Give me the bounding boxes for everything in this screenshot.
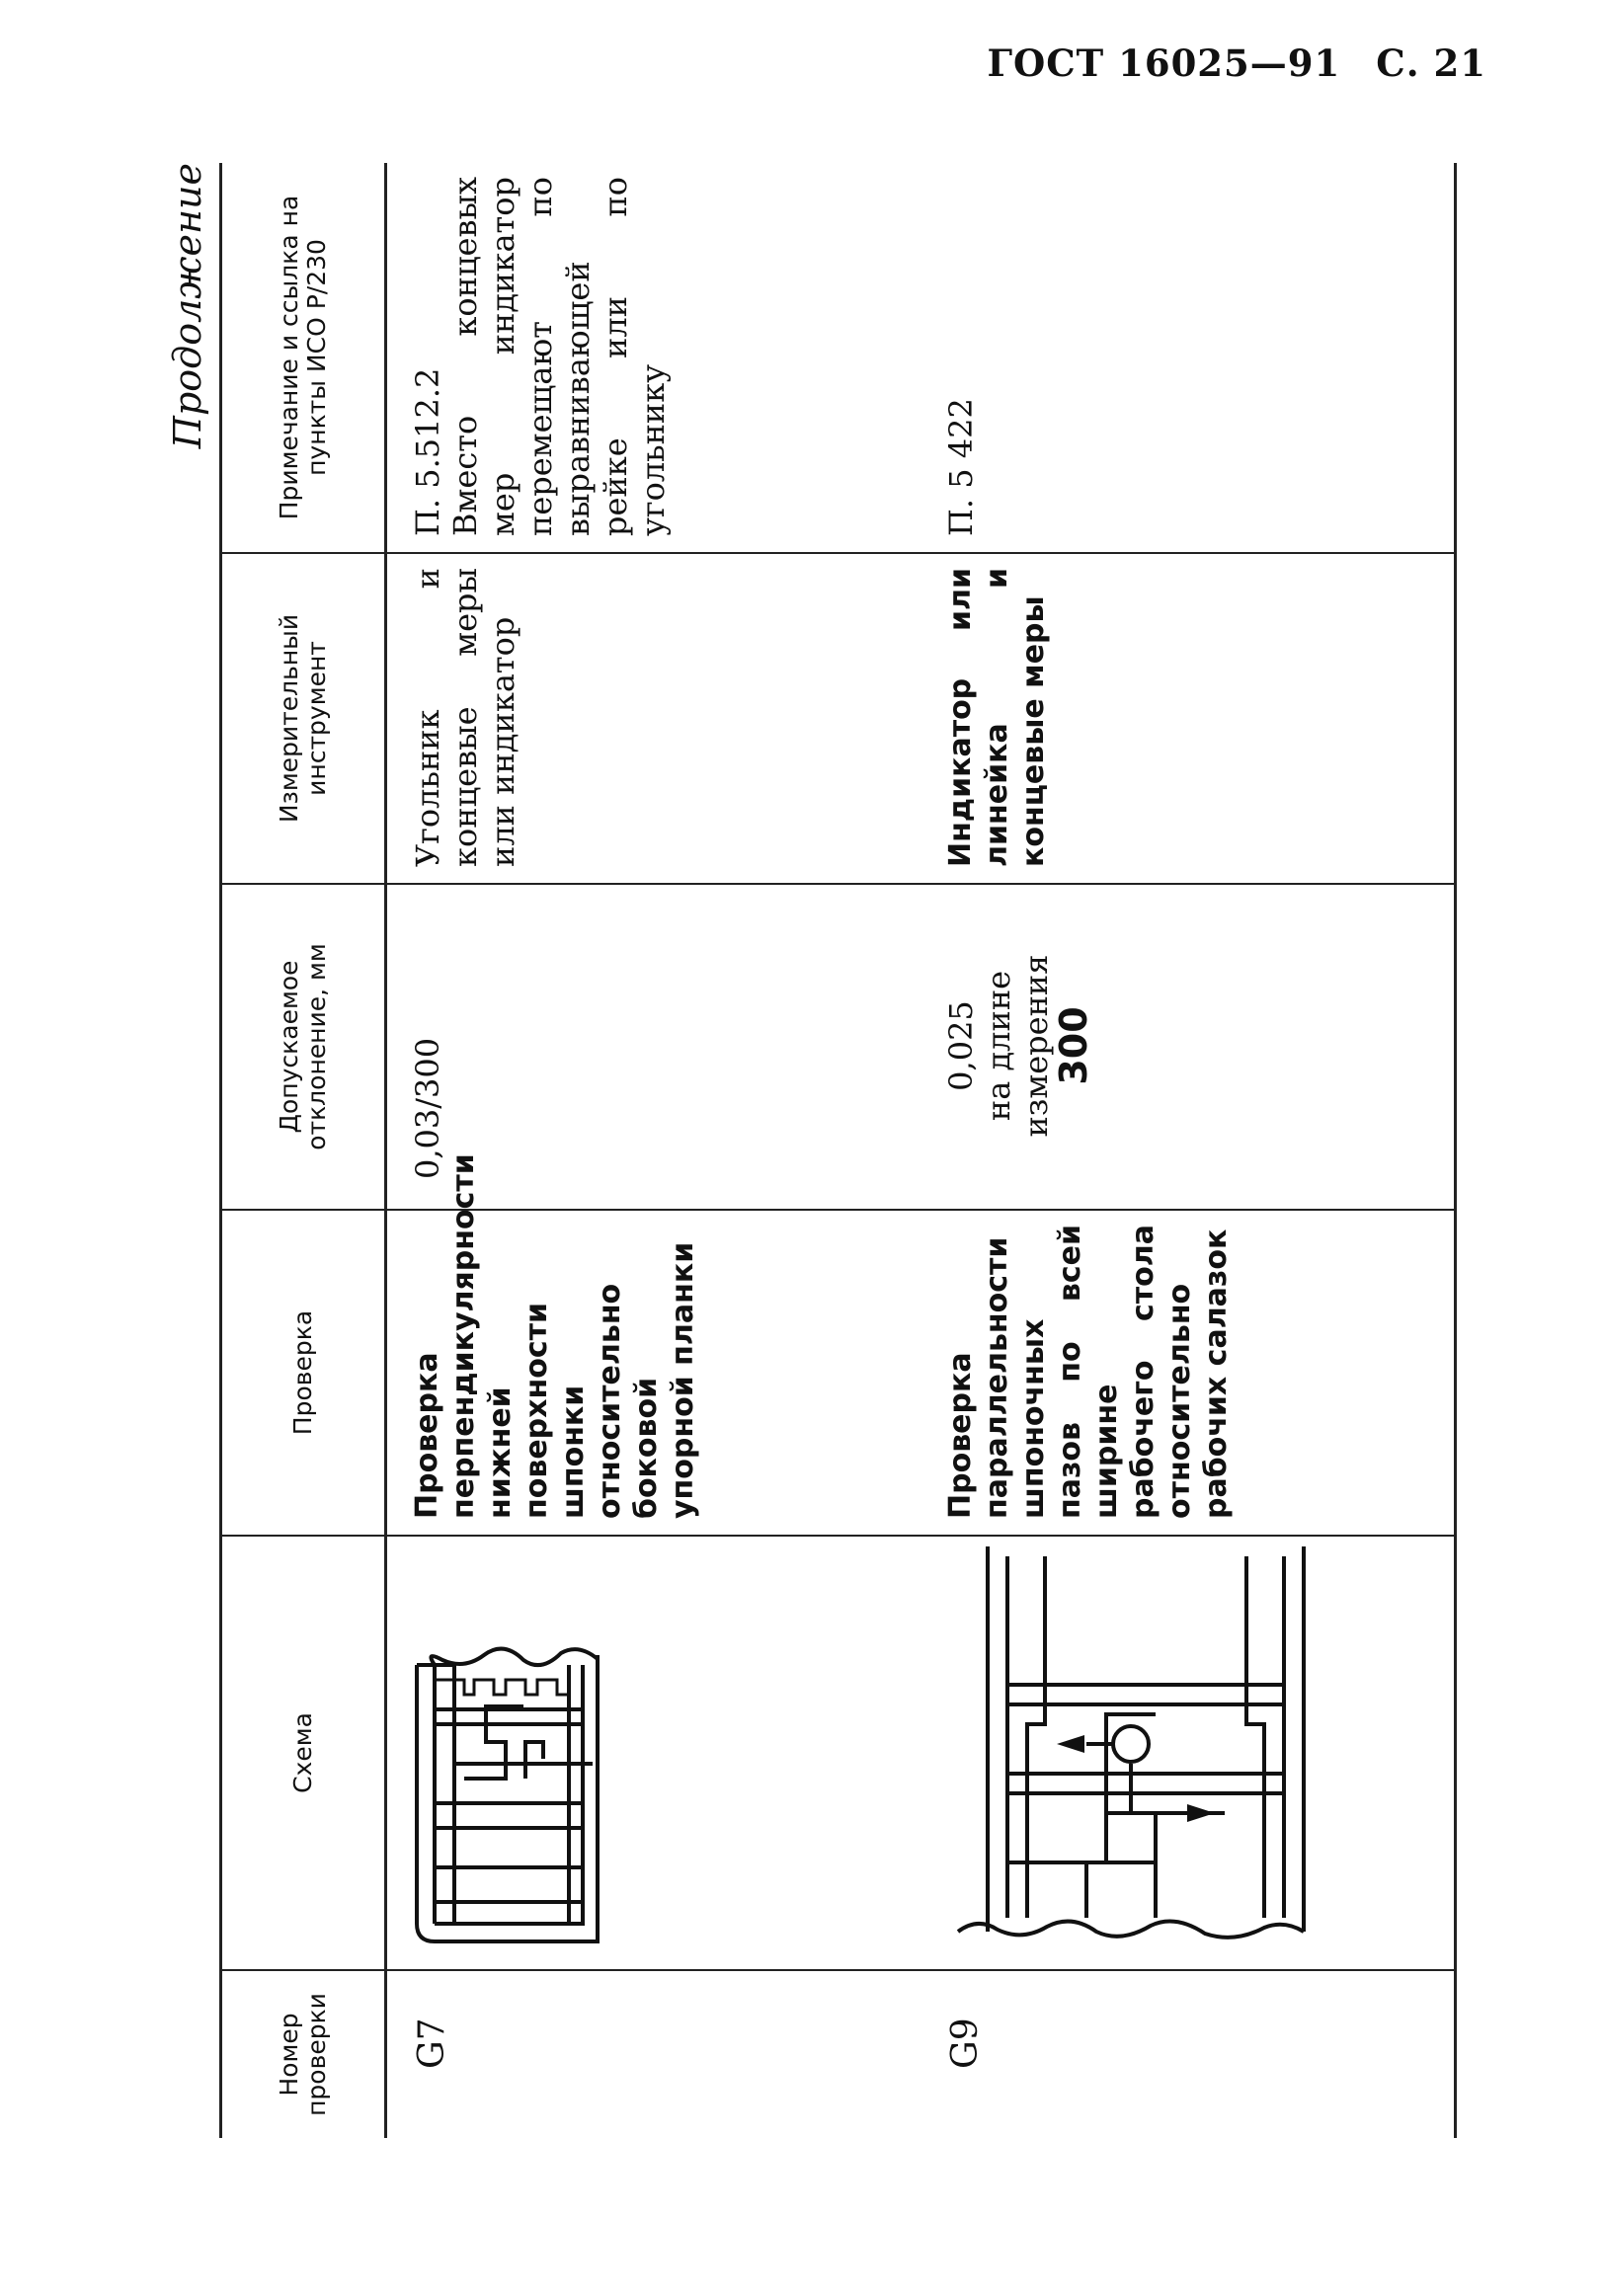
check-description: Проверка параллельности шпоночных пазов … [943,1225,1234,1519]
page-number: С. 21 [1376,41,1486,85]
table-row: G7 [385,163,921,2138]
checks-table: Номер проверки Схема Проверка Допускаемо… [219,163,1457,2138]
check-number: G7 [412,2018,452,2069]
instrument-text: Угольник и концевые меры или индикатор [409,568,521,867]
note-ref: П. 5.512.2 [409,367,446,536]
col-header-check: Проверка [220,1210,386,1536]
col-header-tolerance: Допускаемое отклонение, мм [220,884,386,1210]
rotated-table: Продолжение Номер проверки Схема Проверк… [166,163,1481,2138]
note-ref: П. 5 422 [942,398,980,536]
cell-number: G7 [385,1970,921,2138]
cell-number: G9 [921,1970,1456,2138]
note-text: Вместо концевых мер индикатор перемещают… [446,177,672,536]
tolerance-line4: 300 [1052,1006,1095,1085]
cell-check: Проверка параллельности шпоночных пазов … [921,1210,1456,1536]
tolerance-value: 0,025 [942,1000,980,1091]
col-header-number: Номер проверки [220,1970,386,2138]
note-block: П. 5.512.2 Вместо концевых мер индикатор… [387,163,672,552]
cell-check: Проверка перпендикулярности нижней повер… [385,1153,921,1536]
col-header-note: Примечание и ссылка на пункты ИСО Р/230 [220,163,386,553]
standard-code: ГОСТ 16025—91 [987,41,1341,85]
col-header-instrument: Измерительный инструмент [220,553,386,884]
cell-schema [385,1536,921,1970]
check-number: G9 [945,2018,986,2069]
tolerance-block: 0,025 на длине измерения 300 [921,885,1095,1209]
cell-note: П. 5 422 [921,163,1456,553]
col-header-schema: Схема [220,1536,386,1970]
cell-schema [921,1536,1456,1970]
cell-note: П. 5.512.2 Вместо концевых мер индикатор… [385,163,921,553]
cell-instrument: Угольник и концевые меры или индикатор [385,553,921,884]
tolerance-line3: измерения [1017,954,1055,1138]
tolerance-line2: на длине [980,970,1017,1122]
cell-instrument: Индикатор или линейка и концевые меры [921,553,1456,884]
schema-g9-figure [956,1546,1306,1940]
table-row: G9 [921,163,1456,2138]
page-header: ГОСТ 16025—91 С. 21 [987,41,1486,85]
cell-tolerance: 0,025 на длине измерения 300 [921,884,1456,1210]
continuation-label: Продолжение [166,163,209,449]
instrument-text: Индикатор или линейка и концевые меры [943,568,1051,867]
check-description: Проверка перпендикулярности нижней повер… [410,1153,700,1519]
tolerance-value: 0,03/300 [409,1037,446,1179]
table-header-row: Номер проверки Схема Проверка Допускаемо… [220,163,386,2138]
schema-g7-figure [415,1646,600,1943]
